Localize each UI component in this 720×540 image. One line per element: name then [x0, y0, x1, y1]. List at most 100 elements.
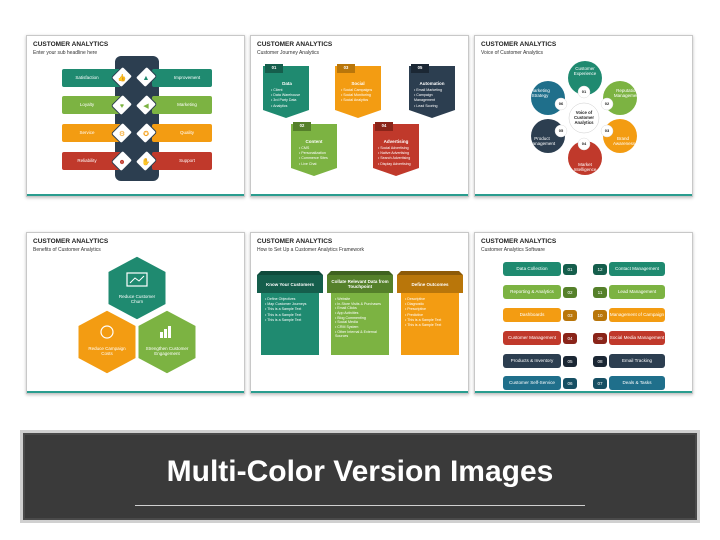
slide-subtitle: How to Set Up a Customer Analytics Frame… [257, 247, 364, 253]
sw-email-tracking: Email Tracking [609, 354, 665, 368]
sw-num: 03 [563, 310, 577, 321]
sw-social-media-management: Social Media Management [609, 331, 665, 345]
col-items: Define ObjectivesMap Customer JourneysTh… [265, 297, 306, 323]
people-icon: ☻ [118, 159, 125, 166]
sw-lead-management: Lead Management [609, 285, 665, 299]
slide-framework[interactable]: CUSTOMER ANALYTICS How to Set Up a Custo… [250, 232, 469, 394]
petal-num: 05 [558, 128, 564, 133]
title-banner: Multi-Color Version Images [20, 430, 700, 523]
card-num: 02 [299, 123, 305, 128]
sw-reporting: Reporting & Analytics [503, 285, 561, 299]
label-reliability: Reliability [77, 158, 97, 163]
label-service: Service [79, 130, 95, 135]
petal-brand-awareness: Brand Awareness [613, 136, 636, 147]
sw-num: 04 [563, 333, 577, 344]
sw-num: 12 [593, 264, 607, 275]
slide-subtitle: Benefits of Customer Analytics [33, 247, 101, 253]
slide-title: CUSTOMER ANALYTICS [481, 238, 557, 245]
slide-customer-journey[interactable]: CUSTOMER ANALYTICS Customer Journey Anal… [250, 35, 469, 197]
card-head-social: Social [351, 81, 365, 86]
petal-customer-experience: Customer Experience [573, 66, 597, 77]
card-head-data: Data [282, 81, 292, 86]
card-num: 03 [343, 65, 349, 70]
coin-icon [100, 325, 114, 339]
card-items: ClientData Warehouse3rd Party DataAnalyt… [271, 88, 300, 109]
petal-product-management: Product Management [528, 136, 556, 147]
hex-diagram [75, 253, 199, 377]
card-num: 05 [417, 65, 423, 70]
sw-deals-tasks: Deals & Tasks [609, 376, 665, 390]
medal-icon: ✪ [143, 130, 149, 138]
label-loyalty: Loyalty [79, 102, 95, 107]
thumbs-up-icon: 👍 [118, 73, 127, 82]
slide-title: CUSTOMER ANALYTICS [257, 238, 333, 245]
slide-subtitle: Voice of Customer Analytics [481, 50, 543, 56]
slide-benefits[interactable]: CUSTOMER ANALYTICS Benefits of Customer … [26, 232, 245, 394]
slide-title: CUSTOMER ANALYTICS [33, 238, 109, 245]
petal-diagram [531, 61, 637, 175]
sw-dashboards: Dashboards [503, 308, 561, 322]
hex-reduce-costs: Reduce Campaign Costs [88, 346, 126, 357]
sw-products-inventory: Products & Inventory [503, 354, 561, 368]
slide-software[interactable]: CUSTOMER ANALYTICS Customer Analytics So… [474, 232, 693, 394]
gear-icon: ⚙ [119, 130, 125, 138]
col-head-know-customers: Know Your Customers [265, 282, 315, 287]
heart-hand-icon: ♥ [120, 103, 124, 110]
journey-cards [263, 64, 455, 176]
sw-num: 07 [593, 378, 607, 389]
sw-num: 05 [563, 356, 577, 367]
sw-num: 08 [593, 356, 607, 367]
petal-num: 06 [558, 101, 564, 106]
label-marketing: Marketing [177, 102, 197, 107]
col-items: DescriptiveDiagnosticPrescriptivePredict… [405, 297, 441, 328]
label-improvement: Improvement [173, 75, 201, 80]
hex-strengthen-engagement: Strengthen Customer Engagement [145, 346, 189, 357]
label-satisfaction: Satisfaction [75, 75, 99, 80]
card-num: 04 [381, 123, 387, 128]
card-items: CMSPersonalizationCommerce SitesLive Cha… [299, 146, 328, 167]
card-items: Email MarketingCampaign ManagementLead S… [414, 88, 454, 109]
sw-num: 01 [563, 264, 577, 275]
center-label: Voice of Customer Analytics [573, 110, 595, 125]
sw-self-service: Customer Self-Service [503, 376, 561, 390]
col-items: WebsiteIn-Store Visits & PurchasesEmail … [335, 297, 387, 339]
col-head-define-outcomes: Define Outcomes [411, 282, 449, 287]
sw-num: 10 [593, 310, 607, 321]
slide-subtitle: Customer Analytics Software [481, 247, 545, 253]
slide-subtitle: Enter your sub headline here [33, 50, 98, 56]
sw-num: 02 [563, 287, 577, 298]
sw-contact-management: Contact Management [609, 262, 665, 276]
card-items: Social AdvertisingNative AdvertisingSear… [378, 146, 410, 167]
petal-num: 02 [604, 101, 610, 106]
slide-satisfaction-grid[interactable]: CUSTOMER ANALYTICS Enter your sub headli… [26, 35, 245, 197]
bar-chart-icon [160, 326, 171, 338]
card-head-content: Content [305, 139, 323, 144]
banner-underline [135, 505, 585, 506]
central-column: 👍 ▲ ♥ ◀ ⚙ ✪ ☻ ✋ [62, 56, 212, 181]
slide-title: CUSTOMER ANALYTICS [33, 41, 109, 48]
megaphone-icon: ◀ [143, 103, 149, 110]
sw-num: 09 [593, 333, 607, 344]
banner-title: Multi-Color Version Images [166, 455, 554, 488]
card-items: Social CampaignsSocial MonitoringSocial … [341, 88, 372, 104]
label-support: Support [179, 158, 195, 163]
slide-subtitle: Customer Journey Analytics [257, 50, 319, 56]
petal-marketing-strategy: Marketing Strategy [530, 88, 550, 99]
sw-num: 11 [593, 287, 607, 298]
petal-num: 01 [581, 89, 587, 94]
sw-campaign-management: Management of Campaign [609, 308, 665, 322]
slide-voice-of-customer[interactable]: CUSTOMER ANALYTICS Voice of Customer Ana… [474, 35, 693, 197]
card-head-advertising: Advertising [383, 139, 409, 144]
card-num: 01 [271, 65, 277, 70]
petal-market-intelligence: Market Intelligence [573, 162, 597, 173]
slide-title: CUSTOMER ANALYTICS [257, 41, 333, 48]
slide-title: CUSTOMER ANALYTICS [481, 41, 557, 48]
sw-num: 06 [563, 378, 577, 389]
petal-num: 04 [581, 141, 587, 146]
hex-reduce-churn: Reduce Customer Churn [118, 294, 156, 305]
chart-board-icon [126, 272, 148, 287]
card-head-automation: Automation [419, 81, 445, 86]
sw-data-collection: Data Collection [503, 262, 561, 276]
label-quality: Quality [179, 130, 194, 135]
col-head-collate-data: Collate Relevant Data from Touchpoint [331, 279, 389, 290]
